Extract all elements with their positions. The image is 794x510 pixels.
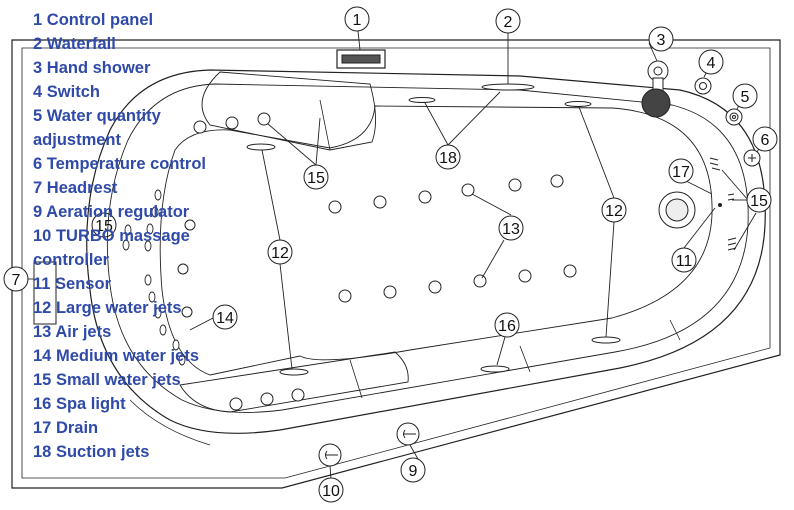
svg-text:7: 7 <box>12 272 21 289</box>
svg-text:9: 9 <box>409 463 418 480</box>
callout-17: 17 <box>668 158 694 184</box>
callout-11: 11 <box>671 247 697 273</box>
switch-knob <box>694 77 712 95</box>
callout-10: 10 <box>318 477 344 503</box>
air-jets <box>177 112 577 411</box>
svg-text:4: 4 <box>707 55 716 72</box>
legend-item: 14 Medium water jets <box>33 347 199 365</box>
basin-floor <box>159 105 713 376</box>
legend-item: 13 Air jets <box>33 323 112 341</box>
legend-item: 2 Waterfall <box>33 35 116 53</box>
small-water-jets <box>122 157 737 366</box>
callout-4: 4 <box>698 49 724 75</box>
svg-text:17: 17 <box>672 164 690 181</box>
svg-text:5: 5 <box>741 89 750 106</box>
callout-12b: 12 <box>601 197 627 223</box>
svg-text:18: 18 <box>439 150 457 167</box>
headrest <box>33 261 57 325</box>
water-quantity-knob <box>725 108 743 126</box>
legend-item: 11 Sensor <box>33 275 111 293</box>
callout-15c: 15 <box>746 187 772 213</box>
legend-item: 12 Large water jets <box>33 299 182 317</box>
legend-item: 10 TURBO massage controller <box>33 227 190 269</box>
legend-item: 7 Headrest <box>33 179 118 197</box>
svg-text:11: 11 <box>676 253 693 270</box>
svg-text:14: 14 <box>216 310 234 327</box>
legend-item: 16 Spa light <box>33 395 126 413</box>
large-water-jets <box>246 143 621 376</box>
component-legend: 1 Control panel 2 Waterfall 3 Hand showe… <box>33 8 206 464</box>
legend-item: 6 Temperature control <box>33 155 207 173</box>
callout-15a: 15 <box>303 164 329 190</box>
callout-6: 6 <box>752 126 778 152</box>
svg-text:1: 1 <box>353 12 362 29</box>
tub-inner-outline <box>21 47 771 479</box>
legend-item: 1 Control panel <box>33 11 154 29</box>
callout-16: 16 <box>494 312 520 338</box>
turbo-controller <box>318 443 342 467</box>
callout-2: 2 <box>495 8 521 34</box>
callout-5: 5 <box>732 83 758 109</box>
svg-text:12: 12 <box>271 245 289 262</box>
svg-text:2: 2 <box>504 14 513 31</box>
aeration-regulator <box>396 422 420 446</box>
temperature-knob <box>743 149 761 167</box>
callout-18: 18 <box>435 144 461 170</box>
drain <box>658 191 696 229</box>
svg-text:3: 3 <box>657 32 666 49</box>
legend-item: 5 Water quantity adjustment <box>33 107 161 149</box>
svg-text:15: 15 <box>95 218 113 235</box>
callout-1: 1 <box>344 6 370 32</box>
callout-7: 7 <box>3 266 29 292</box>
callout-9: 9 <box>400 457 426 483</box>
svg-text:13: 13 <box>502 221 520 238</box>
legend-item: 17 Drain <box>33 419 99 437</box>
callout-12a: 12 <box>267 239 293 265</box>
callout-3: 3 <box>648 26 674 52</box>
callout-15b: 15 <box>91 212 117 238</box>
legend-item: 3 Hand shower <box>33 59 151 77</box>
svg-text:16: 16 <box>498 318 516 335</box>
callout-14: 14 <box>212 304 238 330</box>
legend-item: 9 Aeration regulator <box>33 203 190 221</box>
lower-seat <box>179 351 409 413</box>
svg-text:6: 6 <box>761 132 770 149</box>
sensor <box>718 203 722 207</box>
control-panel <box>336 49 386 69</box>
svg-text:15: 15 <box>307 170 325 187</box>
svg-text:10: 10 <box>322 483 340 500</box>
svg-text:15: 15 <box>750 193 768 210</box>
legend-item: 18 Suction jets <box>33 443 150 461</box>
callout-13: 13 <box>498 215 524 241</box>
legend-item: 4 Switch <box>33 83 100 101</box>
hand-shower <box>641 60 671 118</box>
spa-light <box>480 365 510 373</box>
svg-text:12: 12 <box>605 203 623 220</box>
waterfall-slot <box>408 83 592 107</box>
upper-seat <box>201 71 376 151</box>
legend-item: 15 Small water jets <box>33 371 181 389</box>
